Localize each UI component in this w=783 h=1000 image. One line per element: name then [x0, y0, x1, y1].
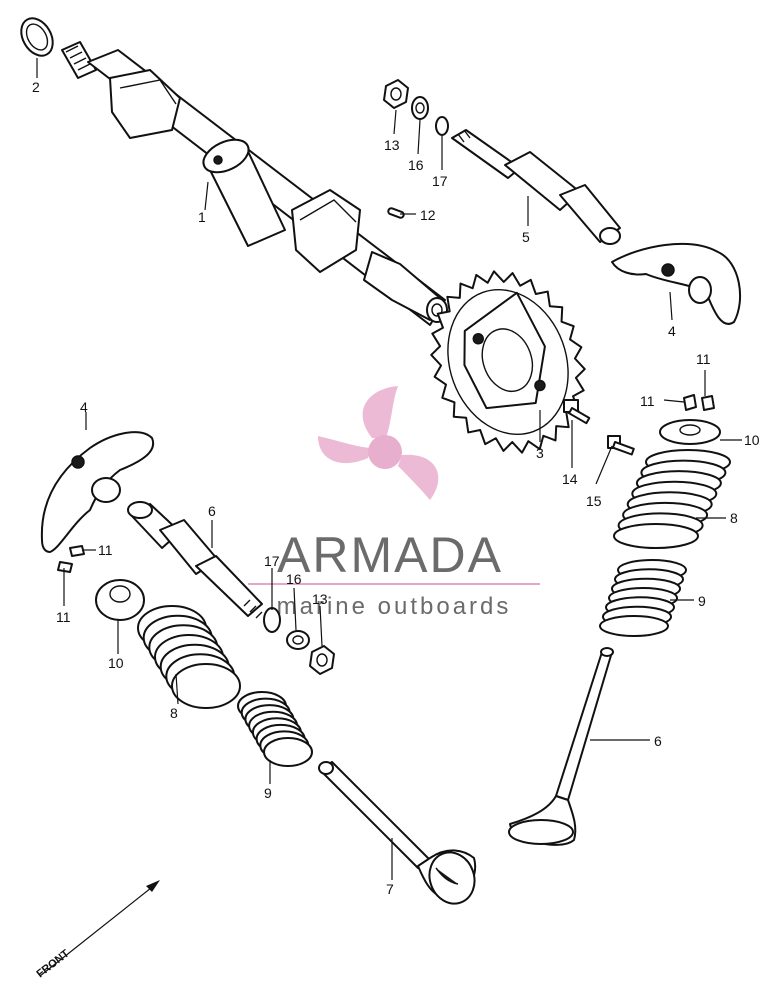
sprocket-bolt-part	[563, 399, 591, 425]
valve-cotter-part-left-a	[69, 545, 85, 557]
callout-11-right-top: 11	[696, 351, 711, 367]
callout-16-left: 16	[286, 571, 302, 587]
leader-lines	[36, 58, 742, 880]
callout-17-left: 17	[264, 553, 280, 569]
outer-valve-spring-part-right	[613, 449, 731, 549]
inner-valve-spring-part-left	[237, 691, 313, 767]
callout-10-right: 10	[744, 432, 760, 448]
callout-8-right: 8	[730, 510, 738, 526]
callout-11-right-mid: 11	[640, 393, 655, 409]
callout-11-left-b: 11	[56, 609, 71, 625]
spring-coil	[263, 737, 313, 767]
valve-cotter-part-right-b	[701, 395, 715, 411]
spring-coil	[599, 615, 669, 637]
callout-9-right: 9	[698, 593, 706, 609]
callout-1: 1	[198, 209, 206, 225]
washer-part-upper	[411, 96, 429, 120]
exhaust-valve-part	[508, 647, 614, 846]
callout-13-upper: 13	[384, 137, 400, 153]
o-ring-part	[20, 17, 54, 57]
callout-5-upper: 5	[522, 229, 530, 245]
callout-4-left: 4	[80, 399, 88, 415]
valve-cotter-part-left-b	[57, 561, 73, 573]
callout-15: 15	[586, 493, 602, 509]
dowel-pin-part	[387, 207, 405, 219]
rocker-arm-part-left	[40, 431, 155, 553]
callout-9-left: 9	[264, 785, 272, 801]
spring-retainer-part-left	[95, 579, 145, 621]
callout-13-left: 13	[312, 591, 328, 607]
callout-6-left: 6	[208, 503, 216, 519]
callout-7: 7	[386, 881, 394, 897]
rocker-arm-part-right	[611, 242, 741, 325]
inner-valve-spring-part-right	[599, 559, 687, 637]
valve-cotter-part-right-a	[683, 394, 697, 411]
watermark-brand: ARMADA	[277, 527, 503, 583]
spring-retainer-part-right	[659, 419, 721, 445]
cam-sprocket-part	[430, 270, 586, 454]
nut-part-upper	[383, 79, 409, 109]
nut-part-left	[309, 645, 335, 675]
rocker-shaft-part-left	[127, 501, 263, 619]
callout-12: 12	[420, 207, 436, 223]
o-ring-part-upper	[435, 116, 449, 136]
camshaft-part	[61, 41, 448, 326]
adjusting-bolt-part	[607, 435, 635, 456]
callout-2: 2	[32, 79, 40, 95]
spring-coil	[613, 523, 699, 549]
front-direction-arrow: FRONT	[34, 880, 160, 980]
armada-logo-icon	[318, 386, 439, 500]
callout-8-left: 8	[170, 705, 178, 721]
o-ring-part-left	[263, 607, 281, 633]
callout-10-left: 10	[108, 655, 124, 671]
outer-valve-spring-part-left	[137, 605, 241, 709]
intake-valve-part	[318, 761, 477, 905]
callout-11-left-a: 11	[98, 542, 113, 558]
rocker-shaft-part-upper	[451, 129, 621, 245]
washer-part-left	[286, 630, 310, 650]
callout-14: 14	[562, 471, 578, 487]
callout-16-upper: 16	[408, 157, 424, 173]
callout-4-right: 4	[668, 323, 676, 339]
front-direction-label: FRONT	[34, 947, 71, 980]
callout-numbers: 2 1 13 16 17 12 5 4 11 11 10 3 14 15 8 9…	[32, 79, 760, 897]
callout-3: 3	[536, 445, 544, 461]
spring-coil	[171, 663, 241, 709]
callout-6-right: 6	[654, 733, 662, 749]
callout-17-upper: 17	[432, 173, 448, 189]
watermark-tagline: marine outboards	[277, 593, 512, 620]
